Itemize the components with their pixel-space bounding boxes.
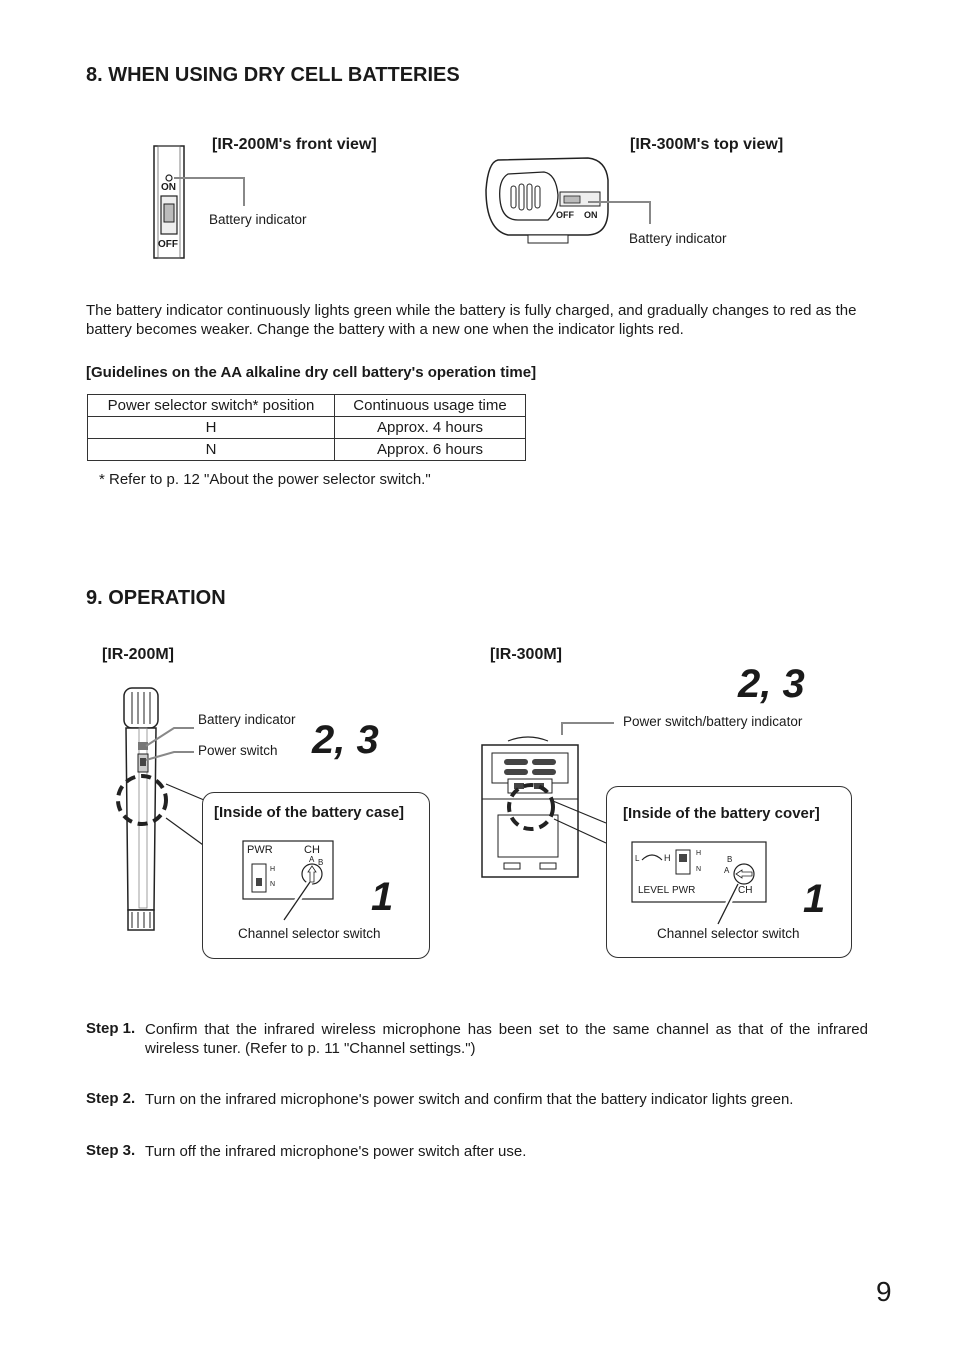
step-2-label: Step 2. — [86, 1090, 136, 1107]
ir200-caption: [IR-200M] — [102, 646, 175, 663]
ir300-n-label: N — [696, 866, 702, 873]
table-cell: N — [87, 438, 335, 461]
ir300-battery-indicator-label: Battery indicator — [629, 231, 727, 246]
section8-title: 8. WHEN USING DRY CELL BATTERIES — [86, 64, 460, 86]
ir300-top-caption: [IR-300M's top view] — [630, 136, 784, 153]
ir300-ch-label: CH — [738, 885, 753, 896]
step-3-label: Step 3. — [86, 1142, 136, 1159]
table-cell: H — [87, 416, 335, 439]
ir200-battery-indicator-label: Battery indicator — [209, 212, 307, 227]
table-cell: Approx. 4 hours — [334, 416, 526, 439]
ir300-level-label: LEVEL — [638, 885, 670, 896]
ir300-inside-title: [Inside of the battery cover] — [623, 805, 820, 822]
step-2-text: Turn on the infrared microphone's power … — [145, 1091, 794, 1108]
ir300-channel-selector-label: Channel selector switch — [657, 926, 800, 941]
ir200-off-label: OFF — [158, 239, 178, 250]
ir200-step-23-label: 2, 3 — [312, 718, 379, 762]
ir300-h-level-label: H — [664, 853, 671, 863]
table-row: H Approx. 4 hours — [87, 416, 526, 439]
ir300-off-label: OFF — [556, 210, 574, 220]
ir200-power-switch-label: Power switch — [198, 743, 278, 758]
ir200-n-label: N — [270, 881, 276, 888]
ir200-front-view-illustration — [153, 145, 245, 259]
guideline-title: [Guidelines on the AA alkaline dry cell … — [86, 364, 537, 381]
ir300-switch-diagram — [631, 841, 767, 926]
ir300-l-label: L — [635, 854, 640, 863]
ir300-on-label: ON — [584, 210, 598, 220]
ir200-b-label: B — [318, 858, 324, 867]
section9-title: 9. OPERATION — [86, 587, 226, 609]
ir200-pwr-label: PWR — [247, 844, 273, 856]
ir200-channel-selector-label: Channel selector switch — [238, 926, 381, 941]
battery-paragraph: The battery indicator continuously light… — [86, 302, 857, 338]
ir200-front-caption: [IR-200M's front view] — [212, 136, 377, 153]
ir200-step-1-label: 1 — [371, 875, 394, 919]
ir200-battery-indicator-label: Battery indicator — [198, 712, 296, 727]
footnote: * Refer to p. 12 "About the power select… — [99, 471, 431, 488]
ir200-on-label: ON — [161, 182, 176, 193]
ir300-b-label: B — [727, 855, 733, 864]
page-number: 9 — [876, 1276, 892, 1307]
ir300-receiver-illustration — [481, 722, 614, 878]
ir300-power-battery-label: Power switch/battery indicator — [623, 714, 803, 729]
ir200-ch-label: CH — [304, 844, 320, 856]
ir200-a-label: A — [309, 855, 315, 864]
ir200-switch-diagram — [242, 840, 334, 922]
ir300-h-pwr-label: H — [696, 850, 702, 857]
step-3-text: Turn off the infrared microphone's power… — [145, 1143, 527, 1160]
table-header-row: Power selector switch* position Continuo… — [87, 394, 526, 417]
ir300-step-23-label: 2, 3 — [738, 662, 805, 706]
table-header: Power selector switch* position — [87, 394, 335, 417]
step-1-text: Confirm that the infrared wireless micro… — [145, 1021, 868, 1057]
ir200-inside-title: [Inside of the battery case] — [214, 804, 405, 821]
ir300-pwr-label: PWR — [672, 885, 696, 896]
ir300-a-label: A — [724, 866, 730, 875]
table-cell: Approx. 6 hours — [334, 438, 526, 461]
ir300-step-1-label: 1 — [803, 877, 826, 921]
step-1-label: Step 1. — [86, 1020, 136, 1037]
table-header: Continuous usage time — [334, 394, 526, 417]
ir300-top-view-illustration — [485, 157, 651, 244]
ir200-h-label: H — [270, 866, 276, 873]
table-row: N Approx. 6 hours — [87, 438, 526, 461]
ir200-microphone-illustration — [116, 687, 211, 931]
ir300-caption: [IR-300M] — [490, 646, 563, 663]
operation-time-table: Power selector switch* position Continuo… — [87, 394, 526, 461]
